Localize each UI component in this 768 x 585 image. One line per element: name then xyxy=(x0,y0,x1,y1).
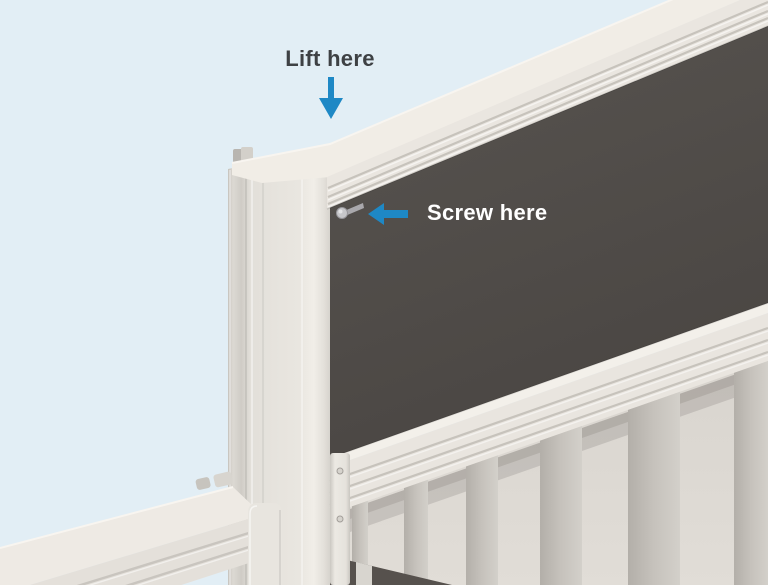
left-arrow-icon xyxy=(368,203,408,225)
rail-clip xyxy=(195,471,233,490)
top-rail xyxy=(231,0,768,210)
mid-rail xyxy=(329,302,768,516)
lower-post-cover xyxy=(248,503,282,585)
down-arrow-icon xyxy=(319,77,343,119)
post-connector-strip xyxy=(330,453,350,585)
screw-here-label: Screw here xyxy=(427,200,548,225)
screw-icon xyxy=(336,203,364,219)
lift-here-label: Lift here xyxy=(285,46,375,71)
adjacent-section-top-rail xyxy=(0,471,253,585)
dark-infill-panel xyxy=(328,22,768,460)
